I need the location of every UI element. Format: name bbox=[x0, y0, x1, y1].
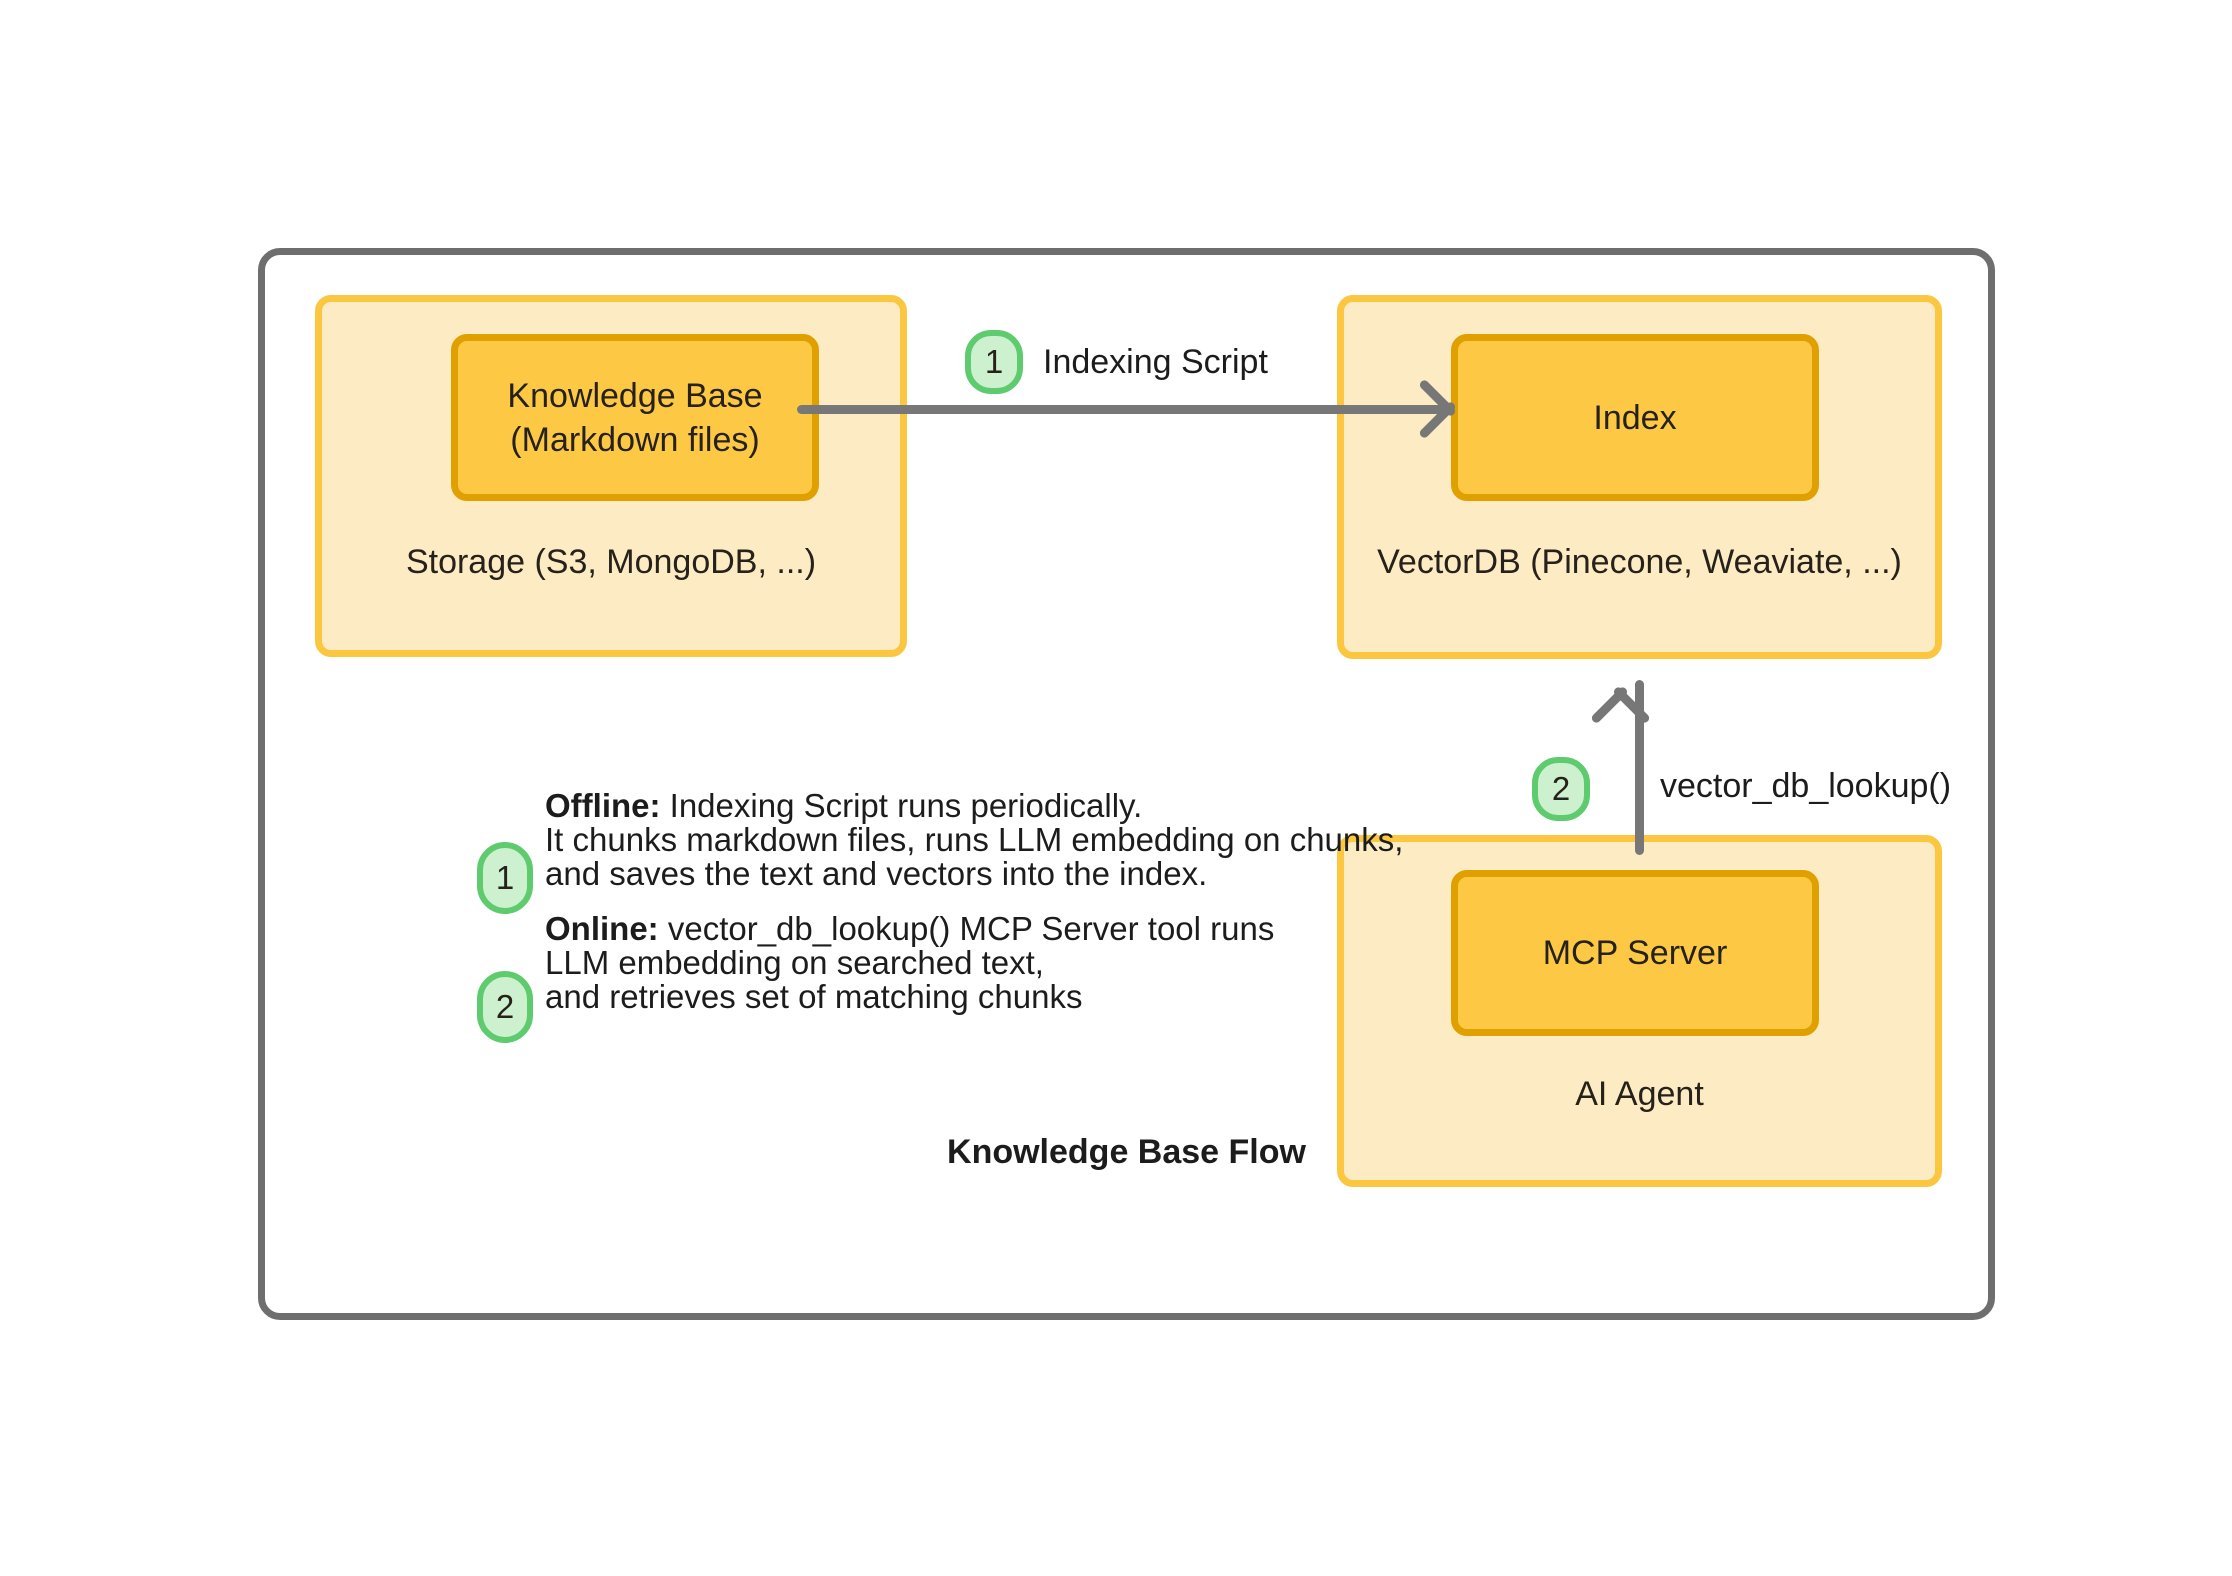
edge-indexing-arrowhead bbox=[1415, 386, 1461, 432]
legend-item-2-line3: and retrieves set of matching chunks bbox=[545, 978, 1083, 1015]
diagram-frame: Knowledge Base (Markdown files) Storage … bbox=[258, 248, 1995, 1320]
node-knowledge-base-line2: (Markdown files) bbox=[510, 420, 760, 459]
node-index-label: Index bbox=[1593, 398, 1677, 437]
node-knowledge-base: Knowledge Base (Markdown files) bbox=[451, 334, 819, 501]
edge-lookup-badge: 2 bbox=[1532, 757, 1590, 821]
edge-lookup-arrowhead bbox=[1616, 664, 1662, 710]
node-index: Index bbox=[1451, 334, 1819, 501]
group-vectordb-label: VectorDB (Pinecone, Weaviate, ...) bbox=[1377, 543, 1902, 581]
legend-item-2-line2: LLM embedding on searched text, bbox=[545, 944, 1044, 981]
legend-item-2-line1: Online: vector_db_lookup() MCP Server to… bbox=[545, 905, 1274, 953]
edge-indexing-label: Indexing Script bbox=[1043, 343, 1268, 381]
edge-lookup-label: vector_db_lookup() bbox=[1660, 767, 1952, 805]
edge-lookup-line bbox=[1635, 680, 1644, 855]
diagram-title: Knowledge Base Flow bbox=[947, 1133, 1306, 1171]
legend-item-2-lead: Online: bbox=[545, 910, 659, 947]
legend-item-2-badge: 2 bbox=[477, 971, 533, 1043]
group-ai-agent-label: AI Agent bbox=[1575, 1075, 1704, 1113]
legend-item-1-lead: Offline: bbox=[545, 787, 661, 824]
legend-item-1-badge: 1 bbox=[477, 842, 533, 914]
node-mcp-server: MCP Server bbox=[1451, 870, 1819, 1036]
node-mcp-server-label: MCP Server bbox=[1542, 934, 1728, 972]
node-knowledge-base-line1: Knowledge Base bbox=[507, 376, 763, 415]
group-ai-agent: MCP Server AI Agent bbox=[1337, 835, 1942, 1187]
legend-item-1-line2: It chunks markdown files, runs LLM embed… bbox=[545, 821, 1404, 858]
legend-item-1-line1: Offline: Indexing Script runs periodical… bbox=[545, 782, 1142, 830]
legend-item-2-line1-rest: vector_db_lookup() MCP Server tool runs bbox=[658, 910, 1275, 947]
legend-item-1-line3: and saves the text and vectors into the … bbox=[545, 855, 1208, 892]
group-storage: Knowledge Base (Markdown files) Storage … bbox=[315, 295, 907, 657]
group-storage-label: Storage (S3, MongoDB, ...) bbox=[405, 543, 817, 581]
legend-item-1-line1-rest: Indexing Script runs periodically. bbox=[660, 787, 1143, 824]
edge-indexing-line bbox=[797, 405, 1445, 414]
group-vectordb: Index VectorDB (Pinecone, Weaviate, ...) bbox=[1337, 295, 1942, 659]
edge-indexing-badge: 1 bbox=[965, 330, 1023, 394]
